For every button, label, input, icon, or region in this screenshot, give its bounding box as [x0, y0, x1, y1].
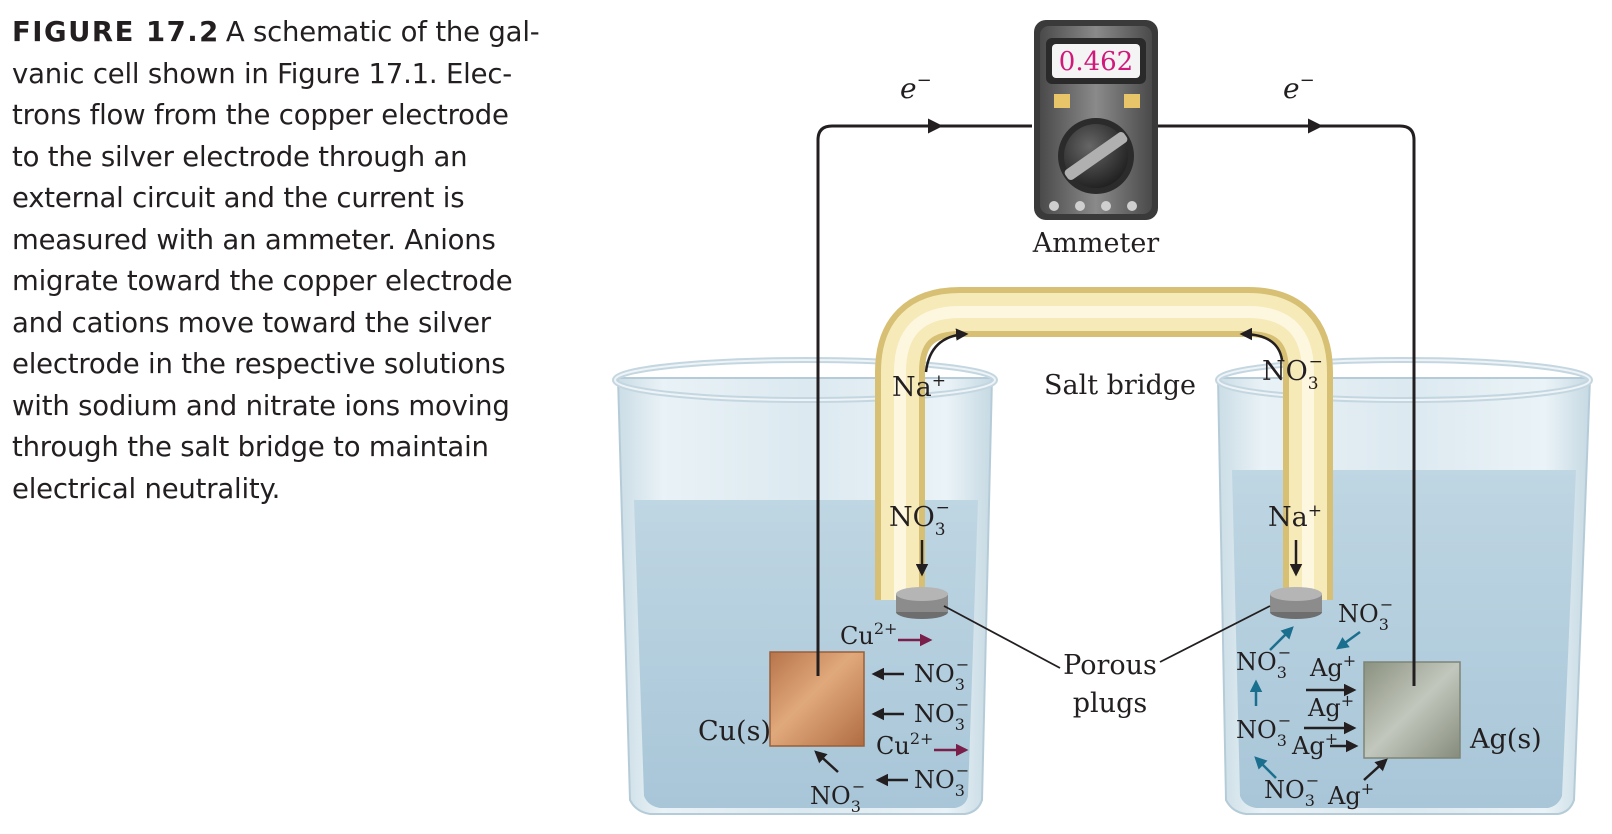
ammeter-indicator-right [1124, 94, 1140, 108]
external-circuit [816, 118, 1416, 686]
bridge-left-nitrate: NO3− [889, 498, 950, 540]
caption-line-2: vanic cell shown in Figure 17.1. Elec- [12, 57, 512, 90]
silver-ion-1: Ag+ [1309, 651, 1356, 682]
bridge-right-sodium: Na+ [1268, 501, 1322, 533]
ammeter-display [1052, 44, 1140, 78]
electron-label-right: e− [1283, 70, 1315, 105]
caption-text-1: A schematic of the gal- [225, 16, 540, 48]
ammeter-reading: 0.462 [1059, 47, 1133, 77]
silver-ion-2: Ag+ [1307, 691, 1354, 722]
electron-label-left: e− [900, 70, 932, 105]
figure-label: FIGURE 17.2 [12, 16, 220, 48]
copper-electrode-label: Cu(s) [698, 716, 771, 747]
ammeter-knob [1064, 132, 1128, 180]
right-nitrate-top: NO3− [1338, 595, 1393, 634]
copper-ion-2: Cu2+ [876, 729, 933, 760]
bridge-nitrate-arrow [1239, 327, 1284, 361]
caption-line-10: with sodium and nitrate ions moving [12, 389, 510, 422]
left-beaker-ions: Cu2+ NO3− NO3− Cu2+ NO3− NO3− [810, 619, 969, 816]
right-beaker-ions: NO3− NO3− Ag+ Ag+ NO3− Ag+ NO3− Ag+ [1236, 595, 1393, 810]
ammeter-indicator-left [1054, 94, 1070, 108]
nitrate-arrow-4 [814, 750, 839, 773]
plug-pointer-left [943, 605, 1061, 669]
silver-ion-3: Ag+ [1291, 729, 1338, 760]
nitrate-ion-3: NO3− [914, 761, 969, 800]
caption-line-4: to the silver electrode through an [12, 140, 468, 173]
teal-arrow-1 [1335, 630, 1361, 650]
right-porous-plug [1270, 587, 1322, 619]
right-nitrate-1: NO3− [1236, 643, 1291, 682]
ammeter: 0.462 [1034, 20, 1158, 220]
caption-line-9: electrode in the respective solutions [12, 348, 506, 380]
teal-arrow-2 [1269, 626, 1294, 651]
bridge-sodium-arrow [924, 328, 969, 373]
caption-line-12: electrical neutrality. [12, 472, 281, 505]
bridge-nitrate-label: NO3− [1262, 352, 1323, 394]
right-nitrate-2: NO3− [1236, 711, 1291, 750]
nitrate-ion-2: NO3− [914, 695, 969, 734]
caption-line-11: through the salt bridge to maintain [12, 431, 489, 463]
nitrate-ion-1: NO3− [914, 655, 969, 694]
silver-ion-4: Ag+ [1327, 779, 1374, 810]
caption-line-6: measured with an ammeter. Anions [12, 223, 496, 256]
salt-bridge-label: Salt bridge [1044, 370, 1196, 401]
plug-pointer-right [1159, 605, 1271, 663]
nitrate-ion-4: NO3− [810, 777, 865, 816]
silver-arrow-4 [1363, 758, 1388, 781]
copper-ion-1: Cu2+ [840, 619, 897, 650]
silver-electrode [1363, 661, 1461, 759]
caption-line-7: migrate toward the copper electrode [12, 265, 513, 297]
porous-label-line2: plugs [1073, 688, 1147, 719]
bridge-sodium-label: Na+ [892, 371, 946, 403]
porous-label-line1: Porous [1063, 650, 1157, 681]
ammeter-label: Ammeter [1032, 228, 1160, 259]
teal-arrow-4 [1254, 756, 1277, 779]
caption-line-3: trons flow from the copper electrode [12, 99, 509, 131]
left-porous-plug [896, 587, 948, 619]
caption-line-5: external circuit and the current is [12, 182, 465, 214]
silver-electrode-label: Ag(s) [1469, 724, 1542, 755]
right-nitrate-3: NO3− [1264, 771, 1319, 810]
salt-bridge [875, 287, 1333, 619]
caption-line-8: and cations move toward the silver [12, 306, 491, 339]
